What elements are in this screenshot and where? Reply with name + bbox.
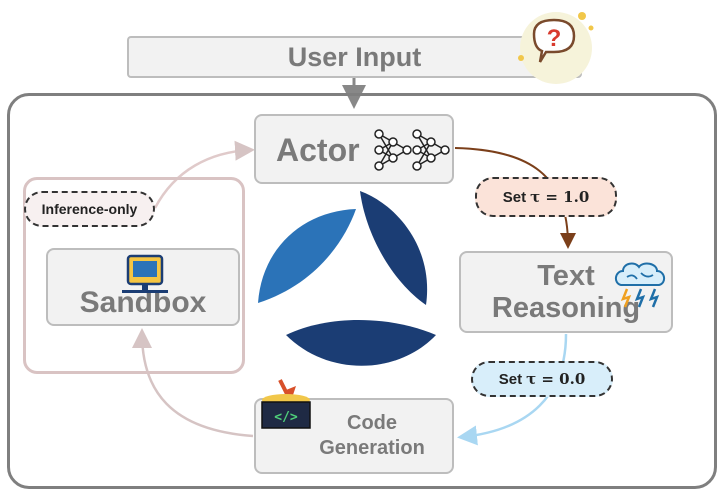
neural-network-icon xyxy=(371,126,451,174)
brain-storm-icon xyxy=(611,259,667,309)
actor-node: Actor xyxy=(254,114,454,184)
tau-high-value: τ = 1.0 xyxy=(530,188,590,206)
tau-low-value: τ = 0.0 xyxy=(526,370,586,388)
user-input-box: User Input xyxy=(127,36,582,78)
arrow-reasoning-to-code xyxy=(457,333,568,446)
svg-text:?: ? xyxy=(547,25,562,52)
code-generation-label-line1: Code xyxy=(347,412,397,434)
inference-only-group xyxy=(23,177,245,374)
user-input-label: User Input xyxy=(287,41,422,72)
actor-label: Actor xyxy=(276,132,360,168)
svg-text:</>: </> xyxy=(274,410,298,425)
text-reasoning-label-line2: Reasoning xyxy=(491,292,641,324)
set-prefix-low: Set xyxy=(498,370,523,388)
temperature-low-badge: Set τ = 0.0 xyxy=(471,361,613,397)
arrow-actor-to-reasoning xyxy=(454,147,576,249)
computer-icon xyxy=(122,254,168,296)
inference-only-label: Inference-only xyxy=(41,201,138,217)
code-generation-label-line2: Generation xyxy=(319,437,425,459)
temperature-high-badge: Set τ = 1.0 xyxy=(475,177,617,217)
arrow-code-to-sandbox xyxy=(132,328,254,438)
set-prefix-high: Set xyxy=(502,188,527,206)
inference-only-badge: Inference-only xyxy=(24,191,155,227)
code-box-icon: </> xyxy=(258,376,314,432)
arrow-inference-to-actor xyxy=(153,140,255,209)
text-reasoning-label-line1: Text xyxy=(537,260,595,292)
three-leaf-logo xyxy=(248,185,448,385)
pipeline-frame xyxy=(7,93,717,489)
sandbox-node: Sandbox xyxy=(46,248,240,326)
question-speech-bubble-icon: ? xyxy=(512,6,596,86)
text-reasoning-node: Text Reasoning xyxy=(459,251,673,333)
